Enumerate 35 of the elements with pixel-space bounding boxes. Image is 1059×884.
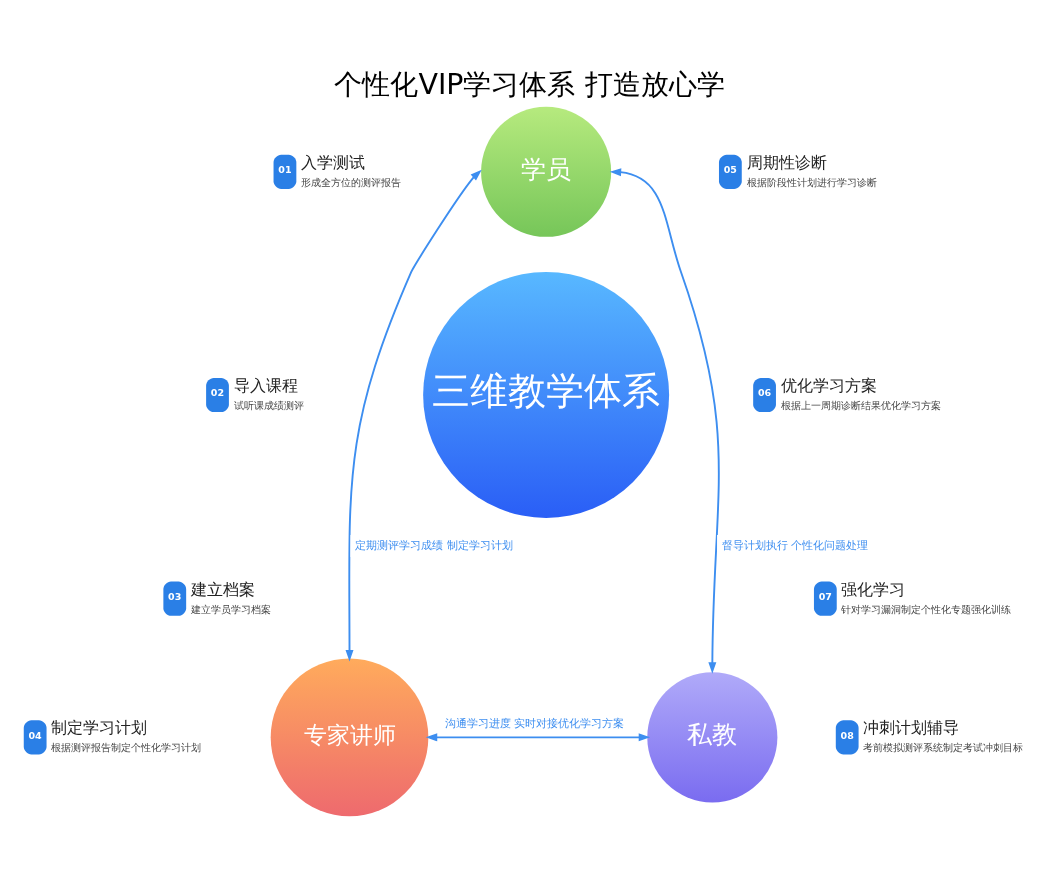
node-circle: 学员 (481, 106, 612, 237)
node-box: 08 (835, 720, 859, 755)
node-label: 针对学习漏洞制定个性化专题强化训练 (841, 602, 1012, 615)
node-box: 06 (753, 377, 776, 413)
node-box: 07 (813, 581, 837, 616)
node-circle: 私教 (647, 672, 778, 803)
arrow (609, 168, 720, 674)
node-label: 建立学员学习档案 (190, 602, 271, 615)
edge-label: 沟通学习进度 实时对接优化学习方案 (444, 716, 625, 731)
arrow (425, 733, 651, 742)
node-label: 试听课成绩测评 (233, 399, 304, 412)
node-label: 强化学习 (841, 579, 906, 599)
arrow (345, 169, 482, 662)
node-box: 04 (23, 720, 47, 755)
node-label: 导入课程 (233, 375, 298, 395)
node-label: 优化学习方案 (780, 375, 877, 395)
node-label: 入学测试 (301, 152, 366, 172)
diagram-title: 个性化VIP学习体系 打造放心学 (334, 68, 725, 102)
node-label: 根据阶段性计划进行学习诊断 (746, 175, 877, 188)
node-label: 周期性诊断 (746, 152, 827, 172)
node-label: 根据上一周期诊断结果优化学习方案 (780, 399, 941, 412)
node-circle: 三维教学体系 (423, 272, 670, 518)
node-box: 05 (718, 154, 742, 189)
node-label: 建立档案 (190, 579, 255, 599)
edge-label: 定期测评学习成绩 制定学习计划 (355, 538, 513, 553)
node-label: 根据测评报告制定个性化学习计划 (51, 741, 202, 754)
node-label: 考前模拟测评系统制定考试冲刺目标 (863, 741, 1024, 754)
node-box: 01 (273, 154, 297, 189)
node-circle: 专家讲师 (270, 658, 429, 817)
edge-label: 督导计划执行 个性化问题处理 (721, 538, 869, 553)
node-label: 冲刺计划辅导 (863, 718, 960, 738)
node-box: 02 (206, 377, 229, 413)
node-label: 形成全方位的测评报告 (301, 175, 402, 188)
node-label: 制定学习计划 (51, 718, 148, 738)
node-box: 03 (163, 581, 187, 616)
